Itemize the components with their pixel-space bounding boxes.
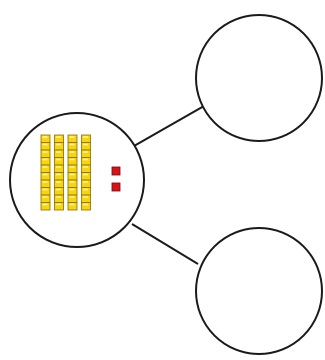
- rod-unit: [54, 187, 64, 196]
- rod-unit: [67, 172, 78, 181]
- ones-cube: [111, 166, 121, 176]
- rod-unit-highlight: [42, 196, 48, 198]
- rod-unit: [81, 172, 91, 181]
- rod-unit-highlight: [69, 173, 75, 176]
- rod-unit-highlight: [69, 151, 75, 153]
- rod-unit: [40, 149, 51, 158]
- rod-unit: [40, 164, 51, 173]
- rod-unit: [67, 194, 78, 203]
- rod-unit-highlight: [83, 203, 88, 206]
- rod-unit: [67, 187, 78, 196]
- rod-unit: [81, 187, 91, 196]
- rod-unit-highlight: [42, 151, 48, 153]
- rod-unit-highlight: [56, 136, 61, 138]
- rod-unit-highlight: [83, 173, 88, 176]
- rod-unit-highlight: [83, 136, 88, 138]
- rod-unit: [54, 179, 64, 188]
- rod-unit-highlight: [83, 188, 88, 191]
- rod-unit-highlight: [56, 166, 61, 168]
- rod-unit-highlight: [42, 173, 48, 176]
- rod-unit-highlight: [56, 181, 61, 183]
- rod-unit-highlight: [42, 136, 48, 138]
- rod-unit: [67, 164, 78, 173]
- rod-unit-highlight: [42, 158, 48, 161]
- rod-unit: [81, 194, 91, 203]
- rod-unit: [40, 172, 51, 181]
- rod-unit-highlight: [42, 181, 48, 183]
- rod-unit-highlight: [42, 188, 48, 191]
- rod-unit: [40, 142, 51, 151]
- connector-line-top: [133, 105, 205, 147]
- rod-unit: [54, 202, 64, 211]
- rod-unit: [40, 202, 51, 211]
- rod-unit: [67, 157, 78, 166]
- rod-unit: [67, 149, 78, 158]
- rod-unit-highlight: [56, 151, 61, 153]
- rod-unit-highlight: [42, 143, 48, 146]
- rod-unit: [81, 157, 91, 166]
- rod-unit: [54, 142, 64, 151]
- rod-unit-highlight: [69, 158, 75, 161]
- rod-unit-highlight: [69, 143, 75, 146]
- rod-unit-highlight: [56, 173, 61, 176]
- rod-unit-highlight: [56, 143, 61, 146]
- rod-unit-highlight: [83, 143, 88, 146]
- rod-unit-highlight: [83, 166, 88, 168]
- rod-unit: [81, 134, 91, 143]
- rod-unit: [81, 202, 91, 211]
- rod-unit-highlight: [83, 158, 88, 161]
- rod-unit-highlight: [83, 181, 88, 183]
- rod-unit-highlight: [42, 166, 48, 168]
- rod-unit: [81, 164, 91, 173]
- rod-unit: [40, 194, 51, 203]
- tens-rod: [54, 134, 64, 211]
- rod-unit: [81, 179, 91, 188]
- rod-unit-highlight: [83, 196, 88, 198]
- rod-unit-highlight: [69, 166, 75, 168]
- rod-unit-highlight: [69, 196, 75, 198]
- rod-unit-highlight: [69, 181, 75, 183]
- part-circle-top[interactable]: [195, 14, 323, 142]
- rod-unit: [54, 134, 64, 143]
- rod-unit: [40, 134, 51, 143]
- rod-unit: [67, 142, 78, 151]
- rod-unit-highlight: [56, 188, 61, 191]
- rod-unit: [40, 187, 51, 196]
- rod-unit-highlight: [56, 196, 61, 198]
- rod-unit: [81, 149, 91, 158]
- rod-unit-highlight: [69, 203, 75, 206]
- part-circle-bottom[interactable]: [195, 227, 323, 355]
- rod-unit: [54, 172, 64, 181]
- rod-unit: [67, 134, 78, 143]
- rod-unit-highlight: [69, 188, 75, 191]
- rod-unit: [54, 164, 64, 173]
- rod-unit: [81, 142, 91, 151]
- rod-unit: [40, 157, 51, 166]
- base-ten-blocks: [40, 134, 121, 211]
- rod-unit-highlight: [69, 136, 75, 138]
- rod-unit: [67, 202, 78, 211]
- rod-unit: [54, 157, 64, 166]
- connector-line-bottom: [131, 223, 199, 265]
- rod-unit-highlight: [56, 158, 61, 161]
- rod-unit-highlight: [42, 203, 48, 206]
- rod-unit-highlight: [56, 203, 61, 206]
- ones-cube: [111, 182, 121, 192]
- tens-rod: [40, 134, 51, 211]
- connector-lines: [131, 105, 205, 265]
- rod-unit: [54, 194, 64, 203]
- rod-unit: [54, 149, 64, 158]
- rod-unit: [40, 179, 51, 188]
- tens-rod: [67, 134, 78, 211]
- rod-unit: [67, 179, 78, 188]
- rod-unit-highlight: [83, 151, 88, 153]
- tens-rod: [81, 134, 91, 211]
